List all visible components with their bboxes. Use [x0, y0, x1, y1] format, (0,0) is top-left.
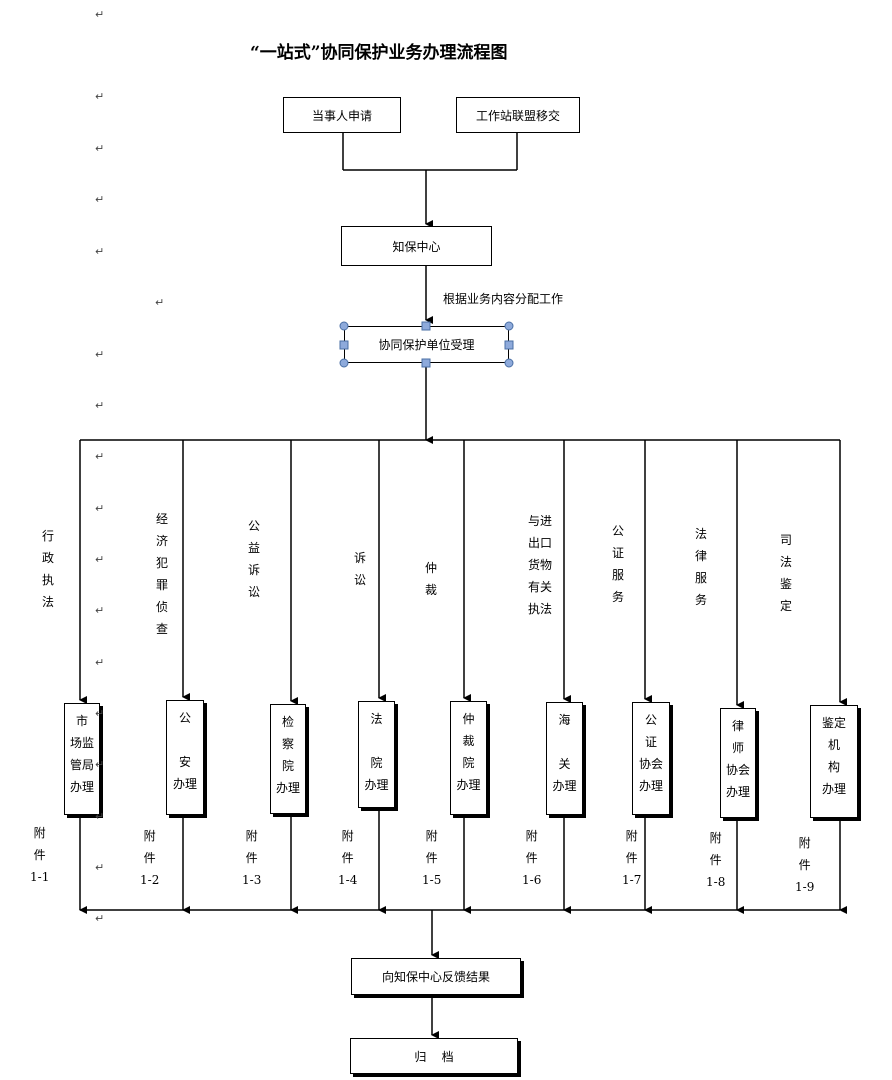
accept-box: 协同保护单位受理 [344, 326, 509, 363]
paragraph-mark: ↵ [155, 296, 165, 309]
branch-label: 公 益 诉 讼 [248, 519, 261, 599]
paragraph-mark: ↵ [95, 758, 105, 771]
attachment-label: 附 件 1-7 [622, 829, 642, 887]
paragraph-mark: ↵ [95, 912, 105, 925]
paragraph-mark: ↵ [95, 707, 105, 720]
transfer-box: 工作站联盟移交 [456, 97, 580, 133]
archive-box: 归 档 [350, 1038, 518, 1074]
handle-corner [504, 321, 514, 331]
applicant-box: 当事人申请 [283, 97, 401, 133]
handle-corner [339, 358, 349, 368]
paragraph-mark: ↵ [95, 861, 105, 874]
paragraph-mark: ↵ [95, 604, 105, 617]
branch-label: 与进 出口 货物 有关 执法 [528, 514, 553, 616]
attachment-label: 附 件 1-6 [522, 829, 542, 887]
attachment-label: 附 件 1-9 [795, 836, 815, 894]
assign-note: 根据业务内容分配工作 [443, 292, 564, 306]
handle-corner [504, 358, 514, 368]
paragraph-mark: ↵ [95, 553, 105, 566]
branch-label: 仲 裁 [425, 561, 438, 597]
handling-unit-box: 法 院 办理 [358, 701, 395, 808]
branch-label: 诉 讼 [354, 551, 367, 587]
center-box: 知保中心 [341, 226, 492, 266]
paragraph-mark: ↵ [95, 245, 105, 258]
handle-edge [421, 358, 431, 368]
handling-unit-box: 公 安 办理 [166, 700, 204, 815]
handle-corner [339, 321, 349, 331]
paragraph-mark: ↵ [95, 90, 105, 103]
paragraph-mark: ↵ [95, 348, 105, 361]
handle-edge [339, 340, 349, 350]
attachment-label: 附 件 1-2 [140, 829, 160, 887]
paragraph-mark: ↵ [95, 399, 105, 412]
branch-label: 经 济 犯 罪 侦 查 [156, 512, 169, 636]
paragraph-mark: ↵ [95, 502, 105, 515]
paragraph-mark: ↵ [95, 810, 105, 823]
feedback-box: 向知保中心反馈结果 [351, 958, 521, 995]
handling-unit-box: 鉴定 机 构 办理 [810, 705, 858, 818]
branch-label: 司 法 鉴 定 [780, 533, 793, 613]
paragraph-mark: ↵ [95, 8, 105, 21]
attachment-label: 附 件 1-1 [30, 826, 50, 884]
attachment-label: 附 件 1-5 [422, 829, 442, 887]
page-title: “一站式”协同保护业务办理流程图 [250, 43, 508, 63]
handling-unit-box: 律 师 协会 办理 [720, 708, 756, 818]
branch-label: 法 律 服 务 [695, 527, 708, 607]
branch-label: 公 证 服 务 [612, 524, 625, 604]
attachment-label: 附 件 1-4 [338, 829, 358, 887]
handling-unit-box: 公 证 协会 办理 [632, 702, 670, 815]
branch-label: 行 政 执 法 [42, 529, 55, 609]
selection-handles [339, 321, 514, 368]
paragraph-mark: ↵ [95, 450, 105, 463]
handling-unit-box: 检 察 院 办理 [270, 704, 306, 814]
handling-unit-box: 仲 裁 院 办理 [450, 701, 487, 815]
attachment-label: 附 件 1-8 [706, 831, 726, 889]
paragraph-mark: ↵ [95, 142, 105, 155]
handle-edge [421, 321, 431, 331]
paragraph-mark: ↵ [95, 193, 105, 206]
paragraph-mark: ↵ [95, 656, 105, 669]
attachment-label: 附 件 1-3 [242, 829, 262, 887]
handling-unit-box: 海 关 办理 [546, 702, 583, 815]
handle-edge [504, 340, 514, 350]
handling-unit-box: 市 场监 管局 办理 [64, 703, 100, 815]
